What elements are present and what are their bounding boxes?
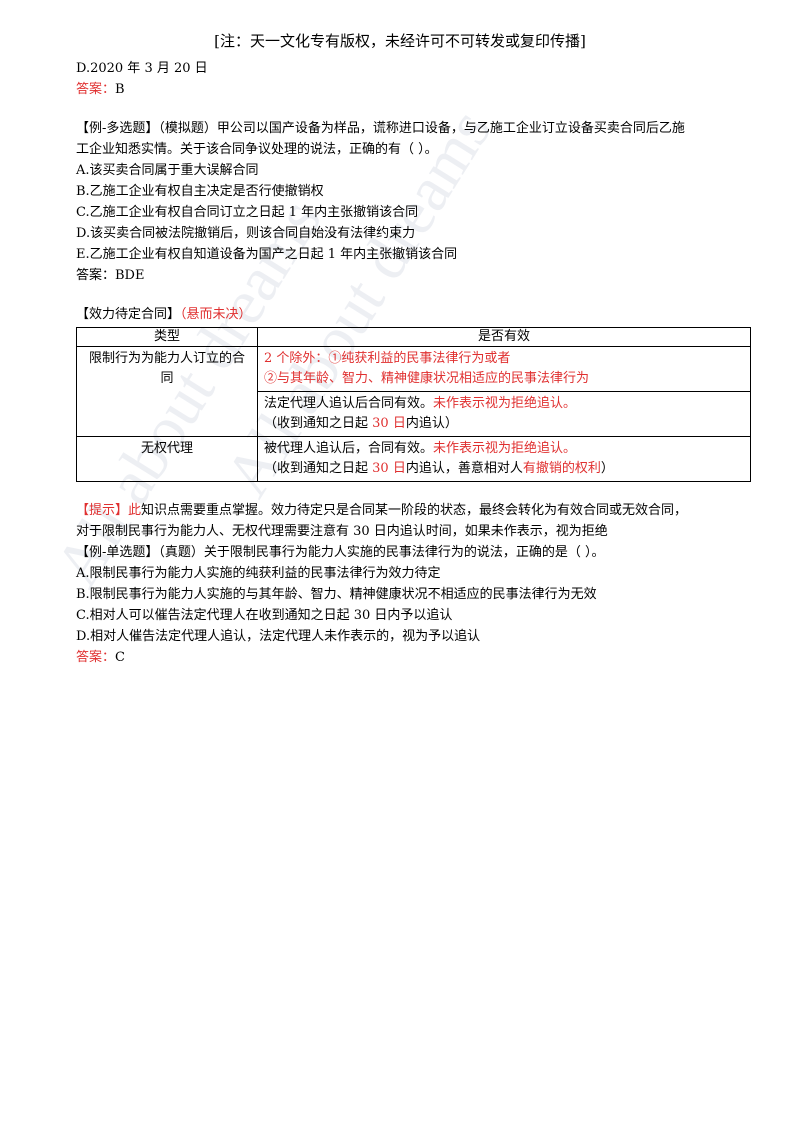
validity-table: 类型 是否有效 限制行为为能力人订立的合同 2 个除外：①纯获利益的民事法律行为… [76, 327, 751, 482]
tip-text: 知识点需要重点掌握。效力待定只是合同某一阶段的状态，最终会转化为有效合同或无效合… [141, 503, 688, 518]
option-c: C.乙施工企业有权自合同订立之日起 1 年内主张撤销该合同 [76, 205, 419, 220]
agency-deadline-mid: 内追认，善意相对人 [405, 461, 523, 476]
section-title-text: 【效力待定合同】 [76, 307, 181, 322]
deadline-days: 30 日 [372, 416, 406, 431]
answer-value: C [115, 650, 125, 665]
option-d: D.2020 年 3 月 20 日 [76, 61, 208, 76]
answer-line: 答案：C [76, 647, 756, 668]
answer-label: 答案： [76, 650, 116, 665]
agency-revoke-right: 有撤销的权利 [522, 461, 601, 476]
option-e: E.乙施工企业有权自知道设备为国产之日起 1 年内主张撤销该合同 [76, 247, 458, 262]
agency-note: 未作表示视为拒绝追认。 [433, 441, 577, 456]
deadline-suffix: 内追认） [405, 416, 458, 431]
tip-red-char: 此 [128, 503, 142, 518]
row-type-limited-capacity: 限制行为为能力人订立的合同 [76, 346, 258, 437]
row-exceptions-cell: 2 个除外：①纯获利益的民事法律行为或者 ②与其年龄、智力、精神健康状况相适应的… [257, 346, 751, 392]
option-b: B.限制民事行为能力人实施的与其年龄、智力、精神健康状况不相适应的民事法律行为无… [76, 587, 597, 602]
table-header-row: 类型 是否有效 [76, 327, 751, 347]
deadline-prefix: （收到通知之日起 [264, 416, 373, 431]
exception-line-2: ②与其年龄、智力、精神健康状况相适应的民事法律行为 [264, 371, 590, 386]
table-row: 法定代理人追认后合同有效。未作表示视为拒绝追认。 （收到通知之日起 30 日内追… [77, 391, 751, 437]
row-ratification-cell: 法定代理人追认后合同有效。未作表示视为拒绝追认。 （收到通知之日起 30 日内追… [257, 391, 751, 437]
row-type-unauthorized-agency: 无权代理 [76, 436, 258, 482]
option-a: A.限制民事行为能力人实施的纯获利益的民事法律行为效力待定 [76, 566, 441, 581]
question-line-2: 工企业知悉实情。关于该合同争议处理的说法，正确的有（ ）。 [76, 142, 438, 157]
question-line-1: 【例-多选题】（模拟题）甲公司以国产设备为样品，谎称进口设备，与乙施工企业订立设… [76, 121, 685, 136]
answer-line: 答案：B [76, 79, 756, 100]
document-body: D.2020 年 3 月 20 日 答案：B 【例-多选题】（模拟题）甲公司以国… [76, 58, 756, 668]
section-title: 【效力待定合同】（悬而未决） [76, 304, 756, 325]
agency-deadline-end: ） [600, 461, 614, 476]
answer-label: 答案： [76, 82, 116, 97]
answer-value: B [115, 82, 125, 97]
exception-line-1: 2 个除外：①纯获利益的民事法律行为或者 [264, 351, 511, 366]
answer-line: 答案：BDE [76, 268, 145, 283]
agency-deadline-days: 30 日 [372, 461, 406, 476]
header-validity: 是否有效 [257, 327, 751, 347]
option-d: D.相对人催告法定代理人追认，法定代理人未作表示的，视为予以追认 [76, 629, 481, 644]
header-type: 类型 [76, 327, 258, 347]
option-b: B.乙施工企业有权自主决定是否行使撤销权 [76, 184, 324, 199]
row-agency-cell: 被代理人追认后，合同有效。未作表示视为拒绝追认。 （收到通知之日起 30 日内追… [257, 436, 751, 482]
section-title-note: （悬而未决） [180, 307, 252, 322]
table-row: 无权代理 被代理人追认后，合同有效。未作表示视为拒绝追认。 （收到通知之日起 3… [76, 436, 751, 482]
ratification-text: 法定代理人追认后合同有效。 [264, 396, 434, 411]
copyright-header: [注：天一文化专有版权，未经许可不可转发或复印传播] [214, 32, 586, 50]
tip-label: 【提示】 [76, 503, 129, 518]
tip-line-1: 【提示】此知识点需要重点掌握。效力待定只是合同某一阶段的状态，最终会转化为有效合… [76, 500, 756, 521]
agency-text: 被代理人追认后，合同有效。 [264, 441, 434, 456]
table-row: 限制行为为能力人订立的合同 2 个除外：①纯获利益的民事法律行为或者 ②与其年龄… [76, 346, 751, 437]
ratification-note: 未作表示视为拒绝追认。 [433, 396, 577, 411]
question-single: 【例-单选题】（真题）关于限制民事行为能力人实施的民事法律行为的说法，正确的是（… [76, 545, 605, 560]
option-d: D.该买卖合同被法院撤销后，则该合同自始没有法律约束力 [76, 226, 416, 241]
tip-line-2: 对于限制民事行为能力人、无权代理需要注意有 30 日内追认时间，如果未作表示，视… [76, 524, 608, 539]
option-a: A.该买卖合同属于重大误解合同 [76, 163, 259, 178]
option-c: C.相对人可以催告法定代理人在收到通知之日起 30 日内予以追认 [76, 608, 453, 623]
agency-deadline-prefix: （收到通知之日起 [264, 461, 373, 476]
